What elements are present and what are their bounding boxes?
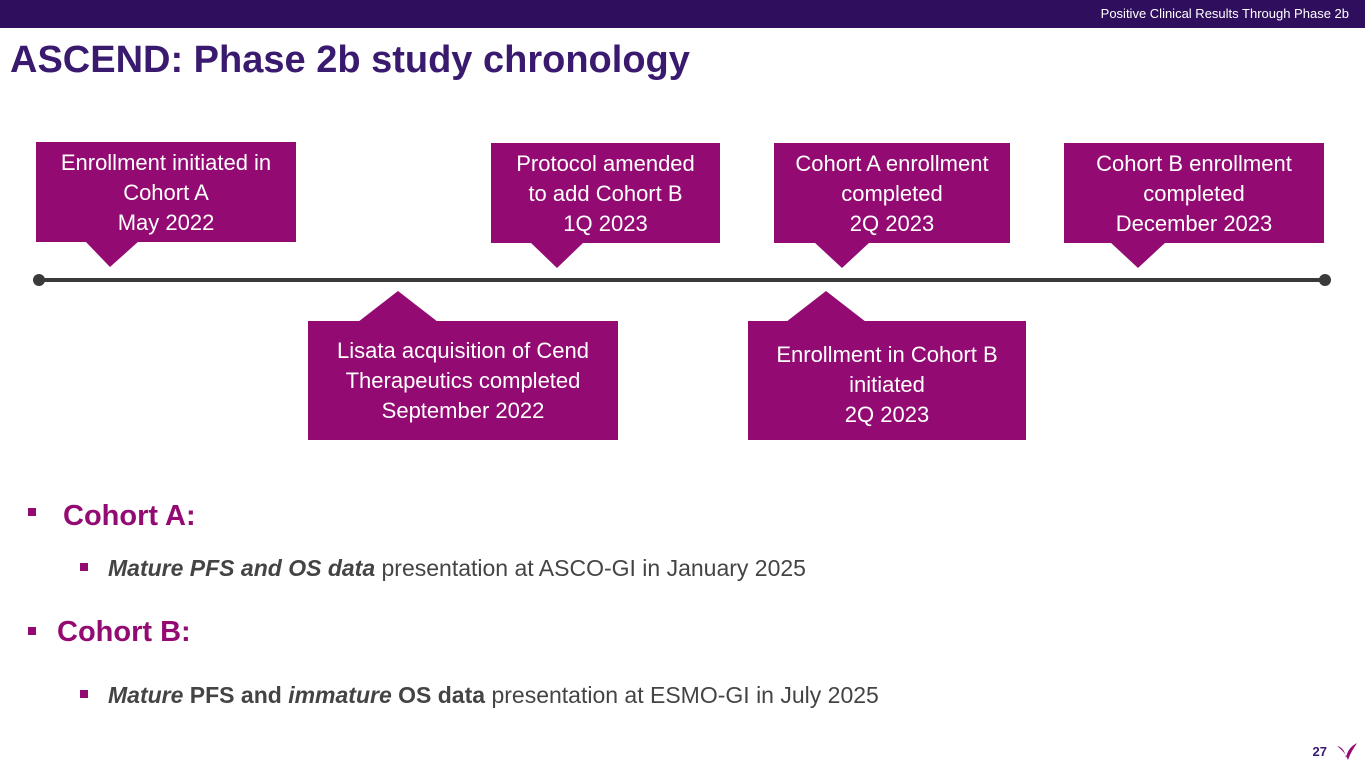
cohort-b-item-os: OS data bbox=[391, 682, 486, 708]
header-bar: Positive Clinical Results Through Phase … bbox=[0, 0, 1365, 28]
event-protocol-amended: Protocol amended to add Cohort B 1Q 2023 bbox=[491, 143, 720, 243]
callout-pointer bbox=[85, 241, 139, 267]
timeline-start-dot bbox=[33, 274, 45, 286]
company-logo-icon bbox=[1337, 743, 1357, 760]
cohort-a-item-rest: presentation at ASCO-GI in January 2025 bbox=[375, 555, 806, 581]
event-enrollment-cohort-b: Enrollment in Cohort B initiated 2Q 2023 bbox=[748, 321, 1026, 440]
event-cohort-b-completed: Cohort B enrollment completed December 2… bbox=[1064, 143, 1324, 243]
event-line: Cohort B enrollment bbox=[1096, 151, 1292, 176]
event-line: 2Q 2023 bbox=[844, 402, 930, 427]
event-line: Protocol amended bbox=[516, 151, 695, 176]
event-line: completed bbox=[841, 181, 943, 206]
event-line: completed bbox=[1143, 181, 1245, 206]
event-line: 2Q 2023 bbox=[849, 211, 935, 236]
page-title: ASCEND: Phase 2b study chronology bbox=[10, 39, 690, 81]
event-line: Enrollment in Cohort B bbox=[776, 342, 998, 367]
cohort-b-heading: Cohort B: bbox=[57, 614, 191, 650]
cohort-b-item-pfs: PFS and bbox=[183, 682, 289, 708]
event-line: Therapeutics completed bbox=[345, 368, 581, 393]
event-line: Enrollment initiated in bbox=[60, 150, 272, 175]
cohort-b-item: Mature PFS and immature OS data presenta… bbox=[108, 680, 879, 710]
bullet-marker bbox=[28, 508, 36, 516]
event-line: 1Q 2023 bbox=[563, 211, 648, 236]
cohort-a-heading: Cohort A: bbox=[63, 498, 196, 534]
bullet-marker bbox=[80, 690, 88, 698]
callout-pointer bbox=[814, 242, 870, 268]
event-cohort-a-completed: Cohort A enrollment completed 2Q 2023 bbox=[774, 143, 1010, 243]
cohort-b-item-immature: immature bbox=[288, 682, 392, 708]
event-lisata-acquisition: Lisata acquisition of Cend Therapeutics … bbox=[308, 321, 618, 440]
timeline-end-dot bbox=[1319, 274, 1331, 286]
callout-pointer bbox=[530, 242, 584, 268]
event-line: Lisata acquisition of Cend bbox=[337, 338, 589, 363]
callout-pointer bbox=[358, 291, 438, 322]
cohort-b-item-mature: Mature bbox=[108, 682, 184, 708]
cohort-a-heading-text: Cohort A: bbox=[63, 500, 196, 532]
event-line: Cohort A bbox=[123, 180, 209, 205]
cohort-a-item-emphasis: Mature PFS and OS data bbox=[108, 555, 376, 581]
bullet-marker bbox=[28, 627, 36, 635]
cohort-b-heading-text: Cohort B: bbox=[57, 616, 191, 648]
event-line: initiated bbox=[849, 372, 925, 397]
cohort-a-item: Mature PFS and OS data presentation at A… bbox=[108, 553, 806, 583]
event-enrollment-cohort-a: Enrollment initiated in Cohort A May 202… bbox=[36, 142, 296, 242]
event-line: May 2022 bbox=[117, 210, 215, 235]
event-line: December 2023 bbox=[1115, 211, 1273, 236]
event-line: to add Cohort B bbox=[528, 181, 683, 206]
page-number: 27 bbox=[1312, 744, 1327, 759]
event-line: September 2022 bbox=[381, 398, 545, 423]
callout-pointer bbox=[1110, 242, 1166, 268]
cohort-b-item-rest: presentation at ESMO-GI in July 2025 bbox=[485, 682, 879, 708]
event-line: Cohort A enrollment bbox=[795, 151, 989, 176]
callout-pointer bbox=[786, 291, 866, 322]
section-label: Positive Clinical Results Through Phase … bbox=[1100, 6, 1349, 21]
bullet-marker bbox=[80, 563, 88, 571]
